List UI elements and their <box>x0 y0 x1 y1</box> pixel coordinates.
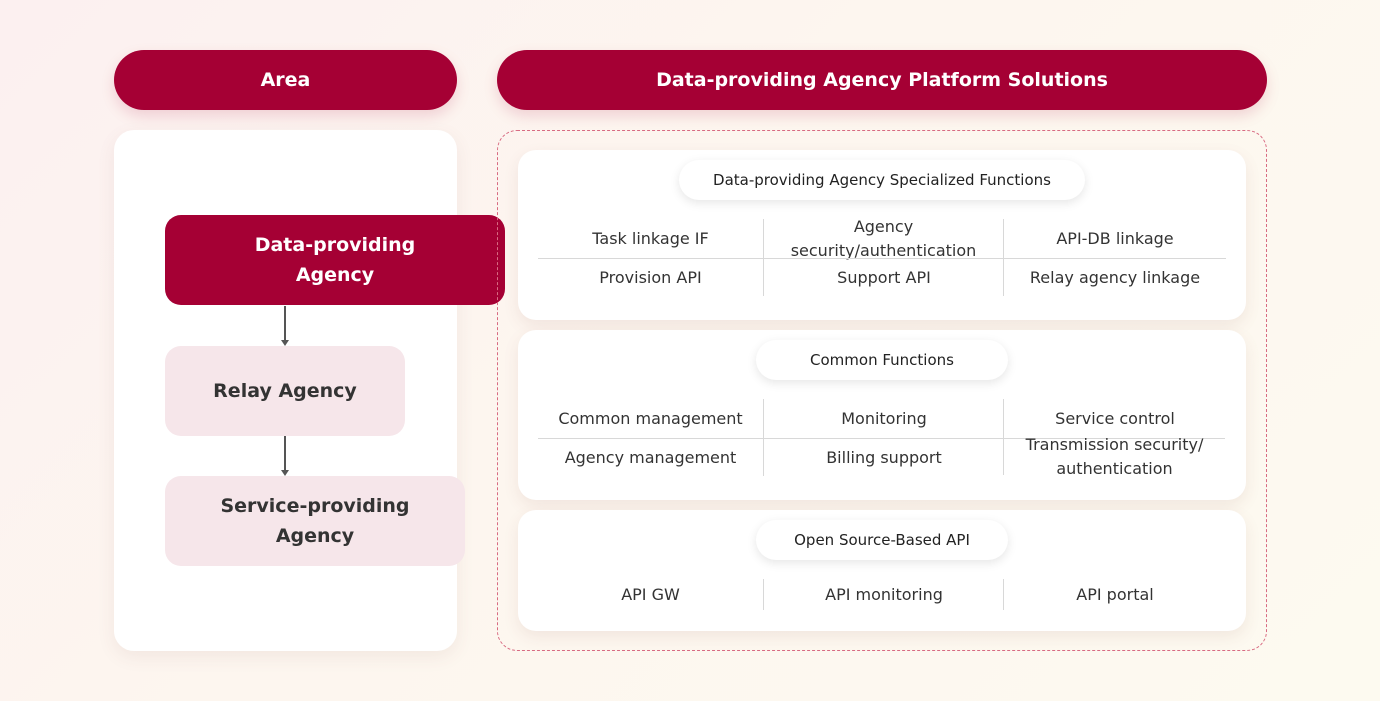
function-cell: Common management <box>558 408 743 428</box>
function-cell: API GW <box>621 584 680 604</box>
function-cell: Agency security/authentication <box>763 217 1003 260</box>
function-cell: Transmission security/ authentication <box>1003 435 1225 478</box>
specialized-functions-group: Data-providing Agency Specialized Functi… <box>518 150 1246 320</box>
function-cell: API monitoring <box>763 579 1004 610</box>
function-cell: Provision API <box>538 258 763 296</box>
group-title: Open Source-Based API <box>756 520 1008 560</box>
function-cell: Agency management <box>538 438 763 476</box>
flow-arrow-icon <box>281 306 289 346</box>
service-providing-agency-node: Service-providing Agency <box>165 476 465 566</box>
platform-dashed-frame <box>497 130 1267 651</box>
function-cell: API-DB linkage <box>1003 219 1226 258</box>
group-title: Common Functions <box>756 340 1008 380</box>
area-panel: Data-providing Agency Relay Agency Servi… <box>114 130 505 651</box>
data-providing-agency-node: Data-providing Agency <box>165 215 505 305</box>
function-cell: Monitoring <box>763 399 1004 438</box>
platform-header: Data-providing Agency Platform Solutions <box>497 50 1267 110</box>
function-cell: Support API <box>763 258 1004 296</box>
function-cell: API portal <box>1003 579 1226 610</box>
function-cell: Relay agency linkage <box>1003 258 1226 296</box>
flow-arrow-icon <box>281 436 289 476</box>
function-cell: Service control <box>1003 399 1226 438</box>
common-functions-group: Common Functions Common management Monit… <box>518 330 1246 500</box>
open-source-api-group: Open Source-Based API API GW API monitor… <box>518 510 1246 631</box>
group-title: Data-providing Agency Specialized Functi… <box>679 160 1085 200</box>
function-cell: Billing support <box>763 438 1004 476</box>
relay-agency-node: Relay Agency <box>165 346 405 436</box>
function-cell: Task linkage IF <box>592 228 709 248</box>
area-header: Area <box>114 50 457 110</box>
